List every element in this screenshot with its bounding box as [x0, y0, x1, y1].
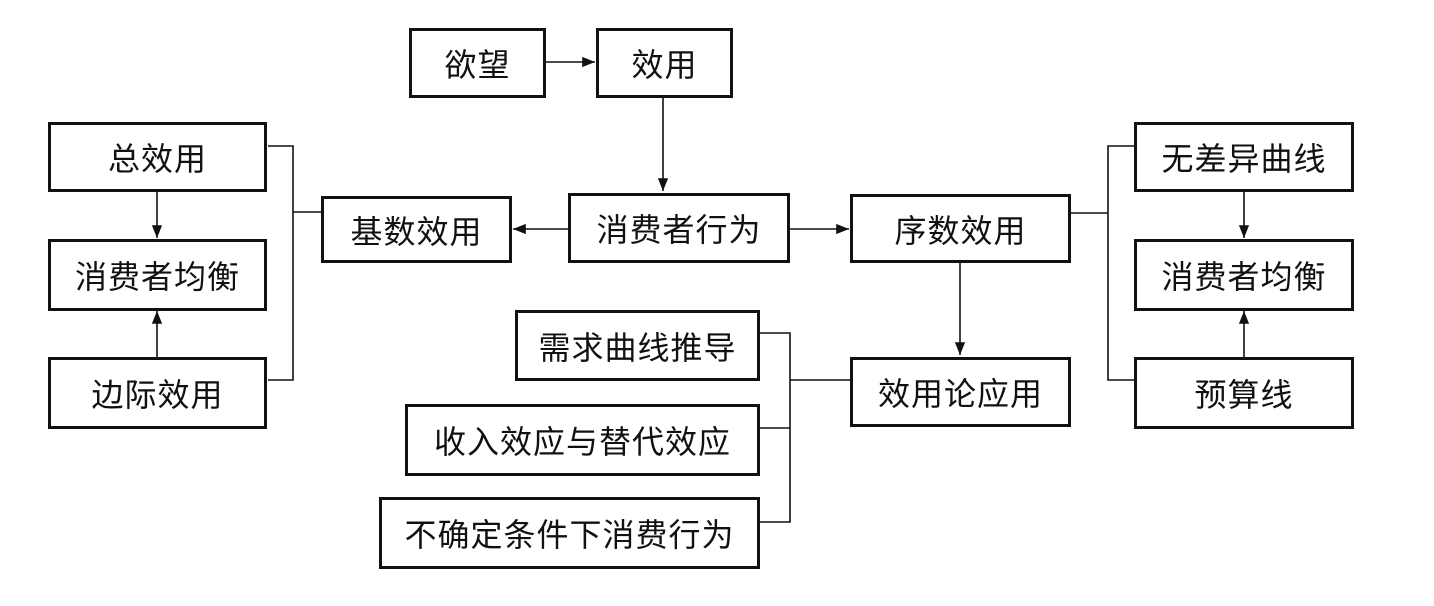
- node-consumer-behavior: 消费者行为: [568, 193, 790, 263]
- node-desire: 欲望: [409, 28, 546, 98]
- node-marginal-utility: 边际效用: [48, 357, 267, 429]
- node-utility: 效用: [596, 28, 733, 98]
- bracket-right: [1107, 145, 1135, 381]
- node-consumer-equilibrium-right: 消费者均衡: [1134, 239, 1354, 311]
- node-income-substitution-effect: 收入效应与替代效应: [405, 404, 760, 476]
- bracket-left: [268, 145, 294, 381]
- node-cardinal-utility: 基数效用: [321, 196, 512, 263]
- node-utility-theory-application: 效用论应用: [850, 357, 1071, 427]
- node-ordinal-utility: 序数效用: [850, 194, 1071, 263]
- node-uncertainty-consumer-behavior: 不确定条件下消费行为: [379, 497, 760, 569]
- node-demand-curve-derivation: 需求曲线推导: [515, 310, 760, 381]
- node-indifference-curve: 无差异曲线: [1134, 122, 1354, 192]
- node-consumer-equilibrium-left: 消费者均衡: [48, 239, 267, 311]
- node-budget-line: 预算线: [1134, 357, 1354, 429]
- node-total-utility: 总效用: [48, 122, 267, 192]
